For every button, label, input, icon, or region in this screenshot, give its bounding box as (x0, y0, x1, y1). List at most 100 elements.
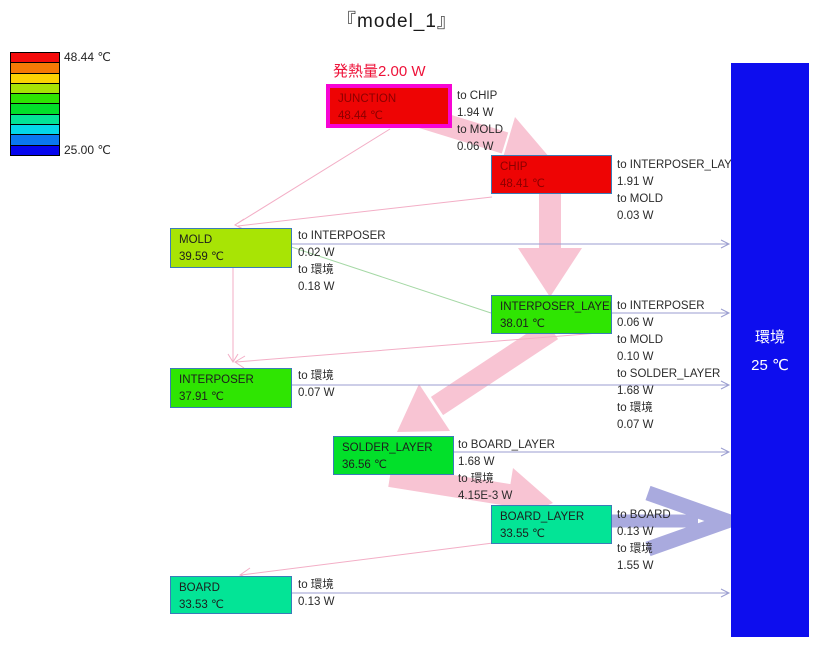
flow-value: 0.06 W (617, 317, 654, 329)
flow-value: 1.94 W (457, 107, 494, 119)
link-interposerlayer-interposer (234, 331, 612, 369)
flow-value: 1.55 W (617, 560, 654, 572)
flow-label: to 環境 (458, 473, 494, 485)
node-temperature: 33.53 ℃ (179, 599, 224, 611)
flow-value: 1.68 W (458, 456, 495, 468)
node-temperature: 39.59 ℃ (179, 251, 224, 263)
node-board-layer[interactable]: BOARD_LAYER 33.55 ℃ (491, 505, 612, 544)
node-name: CHIP (500, 161, 528, 173)
flow-labels-chip: to INTERPOSER_LAYER 1.91 W to MOLD 0.03 … (617, 157, 748, 225)
flow-label: to MOLD (617, 334, 664, 346)
legend-band (11, 104, 59, 115)
page-title: 『model_1』 (337, 11, 457, 32)
node-temperature: 38.01 ℃ (500, 318, 545, 330)
flow-value: 0.07 W (617, 419, 654, 431)
node-name: JUNCTION (338, 93, 397, 105)
flow-value: 0.13 W (298, 596, 335, 608)
link-mold-interposer (227, 268, 239, 363)
flow-label: to MOLD (617, 193, 664, 205)
flow-labels-board: to 環境 0.13 W (298, 577, 334, 611)
flow-labels-junction: to CHIP 1.94 W to MOLD 0.06 W (457, 88, 503, 156)
link-mold-env (292, 239, 731, 249)
link-chip-mold (237, 196, 493, 227)
legend-band (11, 125, 59, 136)
link-junction-mold (234, 128, 391, 231)
legend-max-label: 48.44 ℃ (64, 50, 111, 64)
flow-labels-solder-layer: to BOARD_LAYER 1.68 W to 環境 4.15E-3 W (458, 437, 555, 505)
node-name: SOLDER_LAYER (342, 442, 433, 454)
env-heat-arrow (612, 485, 750, 557)
flow-labels-interposer-layer: to INTERPOSER 0.06 W to MOLD 0.10 W to S… (617, 298, 720, 434)
flow-value: 0.07 W (298, 387, 335, 399)
flow-value: 4.15E-3 W (458, 490, 513, 502)
flow-label: to CHIP (457, 90, 498, 102)
link-interposer-env (292, 380, 731, 390)
flow-value: 0.18 W (298, 281, 335, 293)
flow-label: to 環境 (617, 543, 653, 555)
flow-arrow-interposerlayer-solderlayer-head (397, 384, 450, 432)
flow-label: to SOLDER_LAYER (617, 368, 721, 380)
node-temperature: 36.56 ℃ (342, 459, 387, 471)
flow-labels-mold: to INTERPOSER 0.02 W to 環境 0.18 W (298, 228, 386, 296)
legend-band (11, 135, 59, 146)
node-board[interactable]: BOARD 33.53 ℃ (170, 576, 292, 614)
flow-arrow-boardlayer-env-chevron (645, 485, 750, 557)
legend-band (11, 63, 59, 74)
legend-band (11, 73, 59, 84)
flow-arrow-solderlayer-boardlayer-shaft (388, 465, 511, 506)
flow-value: 1.68 W (617, 385, 654, 397)
link-interposerlayer-env (611, 308, 731, 318)
legend-band (11, 83, 59, 95)
flow-label: to 環境 (298, 370, 334, 382)
flow-label: to 環境 (617, 402, 653, 414)
flow-value: 0.13 W (617, 526, 654, 538)
flow-value: 0.10 W (617, 351, 654, 363)
link-boardlayer-board (238, 542, 494, 580)
node-name: INTERPOSER_LAYER (500, 301, 612, 313)
flow-arrow-interposerlayer-solderlayer-shaft (430, 320, 559, 416)
environment-name: 環境 (754, 329, 785, 346)
legend-min-label: 25.00 ℃ (64, 143, 111, 157)
flow-label: to INTERPOSER_LAYER (617, 159, 748, 171)
minor-heat-links (227, 128, 612, 580)
flow-label: to MOLD (457, 124, 504, 136)
flow-labels-interposer: to 環境 0.07 W (298, 368, 334, 402)
link-board-env (292, 588, 731, 598)
environment-temperature: 25 ℃ (751, 357, 789, 374)
flow-value: 0.06 W (457, 141, 494, 153)
node-temperature: 48.41 ℃ (500, 178, 545, 190)
node-temperature: 33.55 ℃ (500, 528, 545, 540)
node-environment[interactable]: 環境 25 ℃ (731, 63, 809, 637)
legend-band (11, 94, 59, 105)
node-temperature: 48.44 ℃ (338, 110, 383, 122)
heat-source-label: 発熱量2.00 W (333, 63, 426, 80)
flow-label: to BOARD (617, 509, 671, 521)
node-name: INTERPOSER (179, 374, 254, 386)
flow-value: 0.03 W (617, 210, 654, 222)
link-solderlayer-env (453, 447, 731, 457)
flow-label: to 環境 (298, 579, 334, 591)
legend-band (11, 145, 59, 155)
flow-label: to 環境 (298, 264, 334, 276)
env-links (292, 239, 731, 598)
node-junction[interactable]: JUNCTION 48.44 ℃ (326, 84, 452, 128)
node-mold[interactable]: MOLD 39.59 ℃ (170, 228, 292, 268)
node-solder-layer[interactable]: SOLDER_LAYER 36.56 ℃ (333, 436, 454, 475)
node-name: BOARD_LAYER (500, 511, 585, 523)
flow-label: to BOARD_LAYER (458, 439, 555, 451)
node-interposer[interactable]: INTERPOSER 37.91 ℃ (170, 368, 292, 408)
flow-labels-board-layer: to BOARD 0.13 W to 環境 1.55 W (617, 507, 671, 575)
legend-band (11, 114, 59, 126)
flow-label: to INTERPOSER (617, 300, 705, 312)
node-name: MOLD (179, 234, 213, 246)
flow-value: 0.02 W (298, 247, 335, 259)
node-name: BOARD (179, 582, 220, 594)
temperature-color-legend (10, 52, 60, 156)
node-chip[interactable]: CHIP 48.41 ℃ (491, 155, 612, 194)
node-temperature: 37.91 ℃ (179, 391, 224, 403)
flow-arrow-chip-interposerlayer-head (518, 248, 582, 297)
flow-label: to INTERPOSER (298, 230, 386, 242)
flow-value: 1.91 W (617, 176, 654, 188)
node-interposer-layer[interactable]: INTERPOSER_LAYER 38.01 ℃ (491, 295, 612, 334)
